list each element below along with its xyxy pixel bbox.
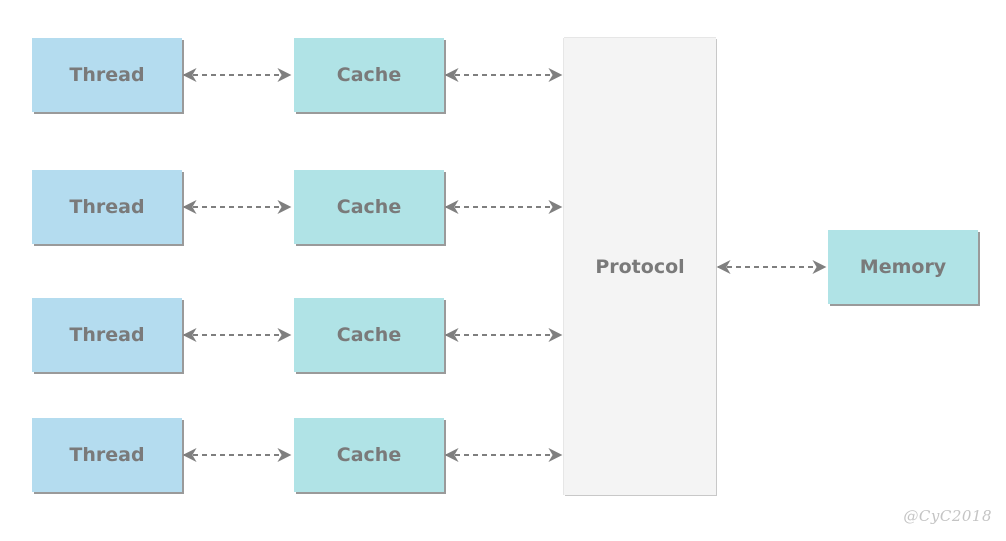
- memory-label: Memory: [859, 256, 947, 278]
- cache-box-3: Cache: [294, 298, 444, 372]
- cache-label: Cache: [336, 64, 402, 86]
- thread-box-3: Thread: [32, 298, 182, 372]
- memory-box: Memory: [828, 230, 978, 304]
- cache-box-4: Cache: [294, 418, 444, 492]
- thread-label: Thread: [69, 324, 145, 346]
- watermark: @CyC2018: [903, 507, 992, 525]
- cache-label: Cache: [336, 444, 402, 466]
- cache-box-1: Cache: [294, 38, 444, 112]
- thread-label: Thread: [69, 64, 145, 86]
- thread-box-4: Thread: [32, 418, 182, 492]
- thread-box-1: Thread: [32, 38, 182, 112]
- thread-box-2: Thread: [32, 170, 182, 244]
- cache-label: Cache: [336, 324, 402, 346]
- thread-label: Thread: [69, 444, 145, 466]
- cache-box-2: Cache: [294, 170, 444, 244]
- cache-label: Cache: [336, 196, 402, 218]
- protocol-label: Protocol: [595, 255, 685, 278]
- protocol-box: Protocol: [564, 38, 716, 495]
- thread-label: Thread: [69, 196, 145, 218]
